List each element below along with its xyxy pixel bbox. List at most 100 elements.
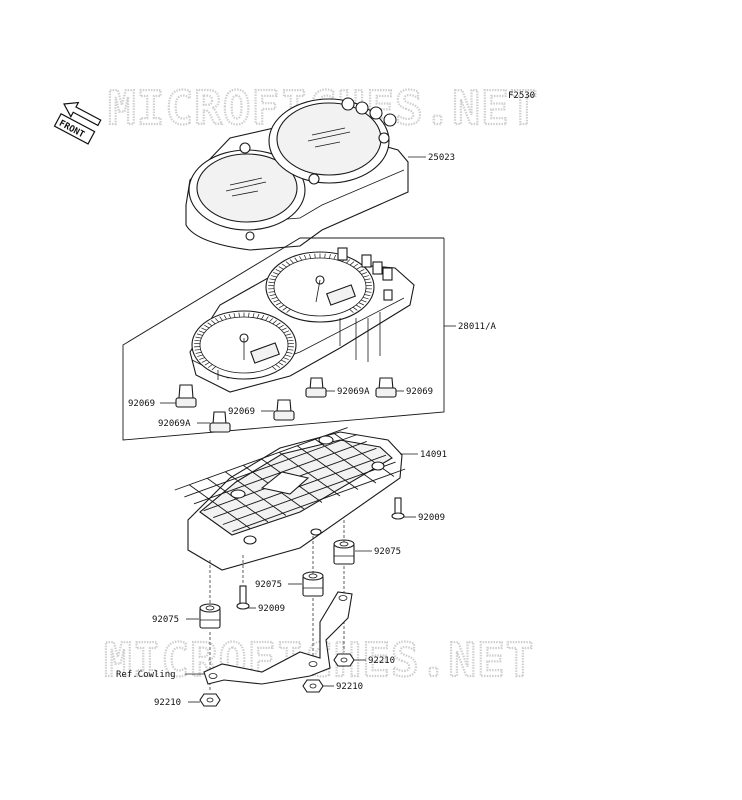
meter-cover-25023: [185, 97, 409, 251]
dial-tick: [289, 259, 294, 264]
front-arrow-icon: FRONT: [53, 101, 102, 145]
screw-92009-mid: [236, 585, 250, 610]
meter-assembly-28011: [189, 247, 415, 393]
dial-tick: [314, 253, 316, 259]
dial-tick: [275, 269, 281, 273]
label-92069-left: 92069: [128, 399, 155, 409]
dial-tick: [358, 302, 365, 306]
dial-tick: [286, 336, 293, 339]
dial-tick: [349, 261, 355, 266]
label-92009-right: 92009: [418, 513, 445, 523]
dial-tick: [261, 314, 265, 320]
dial-tick: [275, 322, 281, 327]
dial-tick: [198, 330, 205, 334]
dial-tick: [285, 354, 291, 357]
label-28011-A: 28011/A: [458, 322, 497, 332]
dial-tick: [352, 306, 358, 311]
dial-tick: [328, 254, 331, 259]
dial-tick: [359, 269, 365, 273]
dial-tick: [272, 366, 277, 371]
dial-tick: [195, 351, 202, 354]
dial-tick: [279, 304, 285, 309]
dial-tick: [309, 254, 312, 259]
label-92069A-left: 92069A: [158, 419, 191, 429]
dial-tick: [365, 291, 372, 293]
dial-tick: [349, 308, 354, 313]
assembly-box: [122, 237, 445, 441]
dial-tick: [219, 316, 223, 321]
dial-tick: [256, 313, 260, 319]
label-92069-right: 92069: [406, 387, 433, 397]
dial-tick: [346, 259, 351, 264]
dial-tick: [285, 333, 292, 336]
socket-92069-mid: [273, 399, 295, 421]
label-14091: 14091: [420, 450, 447, 460]
dial-tick: [268, 291, 275, 293]
nut-92210-bottom: [302, 679, 324, 693]
dial-tick: [287, 349, 294, 351]
dial-tick: [211, 320, 216, 325]
dial-tick: [333, 254, 336, 260]
dial-tick: [268, 318, 273, 323]
dial-tick: [265, 316, 269, 321]
dial-tick: [283, 330, 290, 334]
socket-92069-left: [175, 384, 197, 408]
dial-tick: [268, 281, 275, 284]
dial-tick: [287, 339, 294, 342]
dial-tick: [248, 312, 250, 318]
case-grid-rib: [206, 477, 269, 523]
dial-tick: [361, 272, 367, 275]
dial-tick: [201, 327, 207, 331]
dial-tick: [194, 349, 201, 351]
label-92210-left: 92210: [154, 698, 181, 708]
mounting-bracket: [203, 591, 353, 685]
dial-tick: [286, 308, 291, 313]
dial-tick: [286, 351, 293, 354]
dial-tick: [278, 362, 284, 366]
case-grid-rib: [232, 468, 406, 532]
dial-tick: [360, 299, 367, 303]
dial-tick: [364, 294, 371, 297]
dial-tick: [199, 357, 205, 360]
case-grid-rib: [184, 434, 358, 498]
dial-tick: [215, 318, 220, 323]
dial-tick: [355, 304, 361, 309]
dial-tick: [269, 294, 276, 297]
case-grid-rib: [278, 451, 341, 497]
dial-tick: [252, 313, 255, 318]
dial-tick: [364, 278, 371, 281]
dial-tick: [363, 275, 369, 278]
dial-tick: [275, 364, 281, 368]
case-grid-rib: [314, 438, 377, 484]
grommet-92075-mid: [302, 571, 324, 597]
case-grid-rib: [174, 427, 348, 491]
dial-tick: [365, 281, 372, 284]
dial-tick: [195, 336, 202, 339]
label-25023: 25023: [428, 153, 455, 163]
dial-tick: [233, 313, 236, 318]
meter-case-14091: [174, 427, 406, 571]
dial-tick: [282, 306, 288, 311]
dial-tick: [197, 354, 203, 357]
dial-tick: [271, 275, 277, 278]
socket-92069A-mid: [305, 377, 327, 398]
grommet-92075-right: [333, 539, 355, 565]
dial-tick: [228, 313, 232, 319]
dial-tick: [196, 333, 203, 336]
label-92069A-mid: 92069A: [337, 387, 370, 397]
case-grid-rib: [332, 432, 395, 477]
socket-92069A-left: [209, 411, 231, 433]
dial-tick: [272, 320, 277, 325]
label-92210-bottom: 92210: [336, 682, 363, 692]
dial-tick: [273, 272, 279, 275]
socket-92069-right: [375, 377, 397, 398]
case-grid-rib: [224, 471, 287, 516]
dial-tick: [278, 324, 284, 329]
dial-tick: [283, 357, 289, 360]
grommet-92075-left: [199, 603, 221, 629]
case-grid-rib: [213, 454, 387, 519]
dial-tick: [204, 362, 210, 366]
dial-tick: [269, 278, 276, 281]
dial-tick: [271, 296, 278, 300]
